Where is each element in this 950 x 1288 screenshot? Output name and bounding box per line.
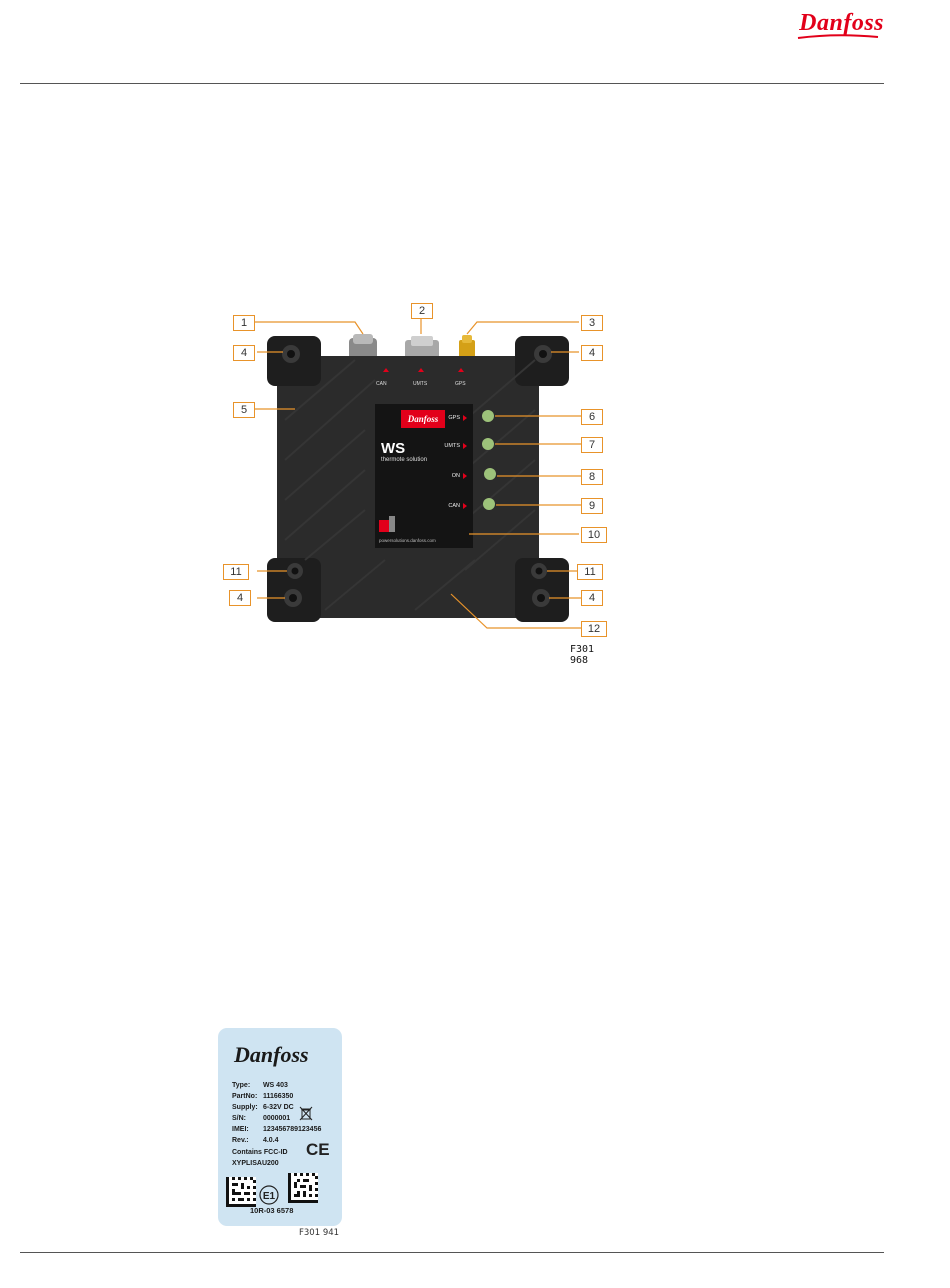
footer-rule bbox=[20, 1252, 884, 1253]
led-label-gps: GPS bbox=[420, 415, 460, 421]
weee-bin-icon bbox=[299, 1106, 313, 1121]
label-brand-logo: Danfoss bbox=[234, 1042, 309, 1068]
callout-10: 10 bbox=[581, 527, 607, 543]
svg-text:E1: E1 bbox=[263, 1191, 276, 1202]
label-row-type: Type: WS 403 bbox=[232, 1082, 288, 1089]
led-label-can: CAN bbox=[420, 503, 460, 509]
callout-3: 3 bbox=[581, 315, 603, 331]
callout-11: 11 bbox=[577, 564, 603, 580]
ce-mark-icon: CE bbox=[306, 1140, 330, 1160]
led-label-on: ON bbox=[420, 473, 460, 479]
label-row-sn: S/N: 0000001 bbox=[232, 1115, 290, 1122]
screen-title: WS bbox=[381, 440, 405, 457]
label-approval-code: 10R-03 6578 bbox=[250, 1206, 293, 1215]
callout-12: 12 bbox=[581, 621, 607, 637]
label-row-imei: IMEI: 123456789123456 bbox=[232, 1126, 321, 1133]
label-row-rev: Rev.: 4.0.4 bbox=[232, 1137, 279, 1144]
device-figure: 1 2 3 4 4 5 6 7 8 9 10 11 11 4 4 12 CAN … bbox=[215, 300, 615, 660]
label-fcc-line1: Contains FCC-ID bbox=[232, 1149, 288, 1156]
callout-8: 8 bbox=[581, 469, 603, 485]
callout-2: 2 bbox=[411, 303, 433, 319]
screen-url: powersolutions.danfoss.com bbox=[379, 538, 436, 543]
label-row-partno: PartNo: 11166350 bbox=[232, 1093, 293, 1100]
datamatrix-code-left bbox=[226, 1177, 256, 1207]
label-figure-id: F301 941 bbox=[299, 1228, 339, 1238]
logo-swoosh-icon bbox=[796, 34, 880, 40]
device-illustration bbox=[215, 300, 615, 660]
callout-4: 4 bbox=[233, 345, 255, 361]
callout-4: 4 bbox=[229, 590, 251, 606]
datamatrix-code-right bbox=[288, 1173, 318, 1203]
header-rule bbox=[20, 83, 884, 84]
screen-subtitle: thermote solution bbox=[381, 457, 427, 463]
callout-9: 9 bbox=[581, 498, 603, 514]
callout-7: 7 bbox=[581, 437, 603, 453]
callout-5: 5 bbox=[233, 402, 255, 418]
led-label-umts: UMTS bbox=[420, 443, 460, 449]
callout-4: 4 bbox=[581, 345, 603, 361]
callout-11: 11 bbox=[223, 564, 249, 580]
connector-label-can: CAN bbox=[376, 381, 387, 387]
connector-label-gps: GPS bbox=[455, 381, 466, 387]
label-fcc-line2: XYPLISAU200 bbox=[232, 1160, 279, 1167]
callout-4: 4 bbox=[581, 590, 603, 606]
connector-label-umts: UMTS bbox=[413, 381, 427, 387]
e1-approval-icon: E1 bbox=[259, 1185, 279, 1205]
callout-6: 6 bbox=[581, 409, 603, 425]
figure-id: F301 968 bbox=[570, 644, 615, 666]
label-row-supply: Supply: 6-32V DC bbox=[232, 1104, 294, 1111]
callout-1: 1 bbox=[233, 315, 255, 331]
brand-logo-text: Danfoss bbox=[799, 10, 884, 37]
